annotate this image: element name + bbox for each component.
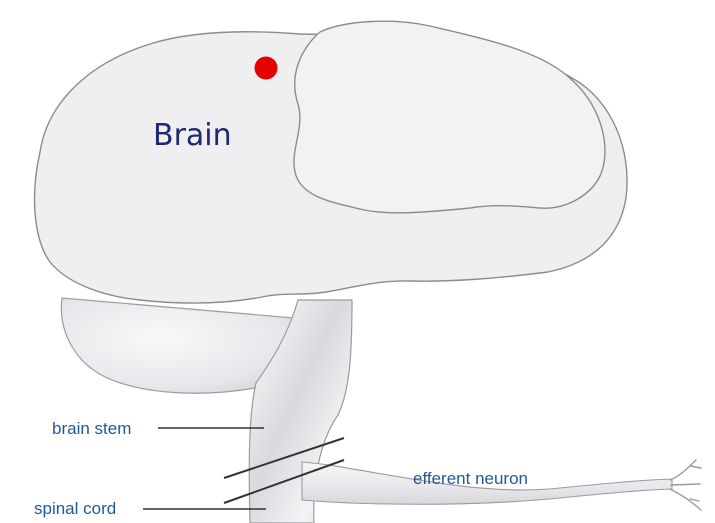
efferent-neuron-label: efferent neuron <box>413 469 528 488</box>
brain-title: Brain <box>153 118 232 153</box>
brain-stem-label: brain stem <box>52 419 131 438</box>
spinal-cord-label: spinal cord <box>34 499 116 518</box>
marker-dot <box>255 57 278 80</box>
lobe-outline <box>294 21 605 213</box>
